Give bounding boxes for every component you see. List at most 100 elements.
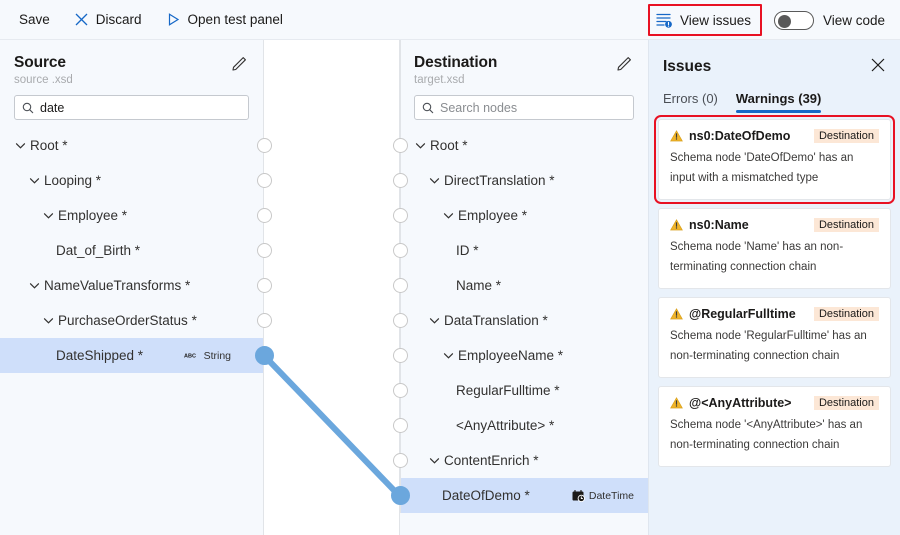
node-label: Dat_of_Birth * — [56, 243, 141, 258]
issue-card-header: @<AnyAttribute>Destination — [670, 396, 879, 410]
issue-scope-badge: Destination — [813, 396, 879, 410]
abc-icon: ABC — [184, 350, 200, 361]
destination-tree-node[interactable]: RegularFulltime * — [400, 373, 648, 408]
view-code-label: View code — [823, 13, 886, 28]
chevron-down-icon[interactable] — [14, 139, 27, 152]
source-tree-node[interactable]: NameValueTransforms * — [0, 268, 263, 303]
chevron-down-icon[interactable] — [42, 314, 55, 327]
destination-title: Destination — [414, 54, 498, 71]
node-label: EmployeeName * — [458, 348, 564, 363]
save-button[interactable]: Save — [10, 5, 59, 35]
source-search-box[interactable] — [14, 95, 249, 120]
issues-tab[interactable]: Errors (0) — [663, 91, 718, 113]
close-icon[interactable] — [869, 56, 887, 74]
node-label: Looping * — [44, 173, 102, 188]
issues-tab-label: Warnings (39) — [735, 91, 822, 106]
destination-edit-pencil-icon[interactable] — [616, 54, 634, 72]
node-label: NameValueTransforms * — [44, 278, 191, 293]
toggle-knob — [778, 15, 791, 28]
chevron-down-icon[interactable] — [28, 174, 41, 187]
destination-node-connector-handle[interactable] — [392, 313, 408, 328]
issue-description: Schema node 'DateOfDemo' has an input wi… — [670, 152, 854, 184]
chevron-down-icon[interactable] — [442, 349, 455, 362]
source-tree-node[interactable]: Dat_of_Birth * — [0, 233, 263, 268]
save-button-label: Save — [19, 11, 50, 27]
destination-node-connector-handle[interactable] — [392, 173, 408, 188]
destination-node-connector-handle[interactable] — [392, 348, 408, 363]
destination-node-connector-handle[interactable] — [392, 138, 408, 153]
view-code-toggle[interactable] — [774, 11, 814, 30]
issues-tabs: Errors (0) Warnings (39) — [649, 91, 900, 113]
destination-node-connector-handle[interactable] — [392, 383, 408, 398]
source-tree-node[interactable]: Root * — [0, 128, 263, 163]
source-connector-rail — [263, 40, 264, 373]
destination-tree-node[interactable]: DataTranslation * — [400, 303, 648, 338]
destination-tree-node[interactable]: Name * — [400, 268, 648, 303]
chevron-down-icon[interactable] — [42, 209, 55, 222]
destination-tree-node[interactable]: ID * — [400, 233, 648, 268]
discard-button-label: Discard — [95, 11, 142, 27]
issues-tab[interactable]: Warnings (39) — [735, 91, 822, 113]
source-subtitle: source .xsd — [14, 74, 73, 86]
source-node-connector-handle[interactable] — [256, 243, 272, 258]
chevron-down-icon[interactable] — [28, 279, 41, 292]
chevron-down-icon[interactable] — [428, 174, 441, 187]
node-label: DateShipped * — [56, 348, 144, 363]
destination-node-connector-handle[interactable] — [392, 418, 408, 433]
chevron-down-icon[interactable] — [414, 139, 427, 152]
destination-tree-node[interactable]: Employee * — [400, 198, 648, 233]
destination-tree-node[interactable]: ContentEnrich * — [400, 443, 648, 478]
source-edit-pencil-icon[interactable] — [231, 54, 249, 72]
destination-node-connector-handle[interactable] — [392, 453, 408, 468]
destination-search-box[interactable] — [414, 95, 634, 120]
destination-search-input[interactable] — [440, 100, 626, 115]
warning-triangle-icon — [670, 308, 683, 320]
source-tree: Root * Looping * Employee * Dat_of_Birth * N… — [0, 128, 263, 373]
source-tree-node[interactable]: Employee * — [0, 198, 263, 233]
destination-node-connector-handle[interactable] — [392, 208, 408, 223]
node-label: DataTranslation * — [444, 313, 548, 328]
open-test-panel-label: Open test panel — [187, 11, 283, 27]
destination-tree-node[interactable]: Root * — [400, 128, 648, 163]
source-tree-node[interactable]: Looping * — [0, 163, 263, 198]
destination-tree-node[interactable]: EmployeeName * — [400, 338, 648, 373]
destination-tree-node[interactable]: <AnyAttribute> * — [400, 408, 648, 443]
issues-list-icon — [656, 12, 673, 28]
source-title: Source — [14, 54, 66, 71]
destination-node-connector-handle[interactable] — [392, 278, 408, 293]
node-label: Employee * — [458, 208, 528, 223]
map-canvas[interactable]: Source source .xsd Root * Looping * Employ… — [0, 40, 648, 535]
destination-tree-node[interactable]: DirectTranslation * — [400, 163, 648, 198]
chevron-down-icon[interactable] — [428, 454, 441, 467]
chevron-down-icon[interactable] — [428, 314, 441, 327]
destination-connector-rail — [400, 40, 401, 513]
discard-button[interactable]: Discard — [65, 5, 151, 35]
open-test-panel-button[interactable]: Open test panel — [157, 5, 292, 35]
chevron-down-icon[interactable] — [442, 209, 455, 222]
source-node-connector-handle[interactable] — [256, 208, 272, 223]
destination-node-connector-handle[interactable] — [390, 486, 410, 505]
source-node-connector-handle[interactable] — [256, 278, 272, 293]
destination-node-connector-handle[interactable] — [392, 243, 408, 258]
destination-panel: Destination target.xsd Root *DirectTrans… — [390, 40, 648, 535]
search-icon — [422, 102, 434, 114]
source-node-connector-handle[interactable] — [256, 138, 272, 153]
source-tree-node[interactable]: PurchaseOrderStatus * — [0, 303, 263, 338]
view-issues-button[interactable]: View issues — [650, 7, 757, 33]
destination-tree-node[interactable]: DateOfDemo *DateTime — [400, 478, 648, 513]
node-label: RegularFulltime * — [456, 383, 560, 398]
issue-description: Schema node '<AnyAttribute>' has an non-… — [670, 419, 863, 451]
source-node-connector-handle[interactable] — [254, 346, 274, 365]
source-search-input[interactable] — [40, 100, 241, 115]
source-node-connector-handle[interactable] — [256, 313, 272, 328]
source-node-connector-handle[interactable] — [256, 173, 272, 188]
